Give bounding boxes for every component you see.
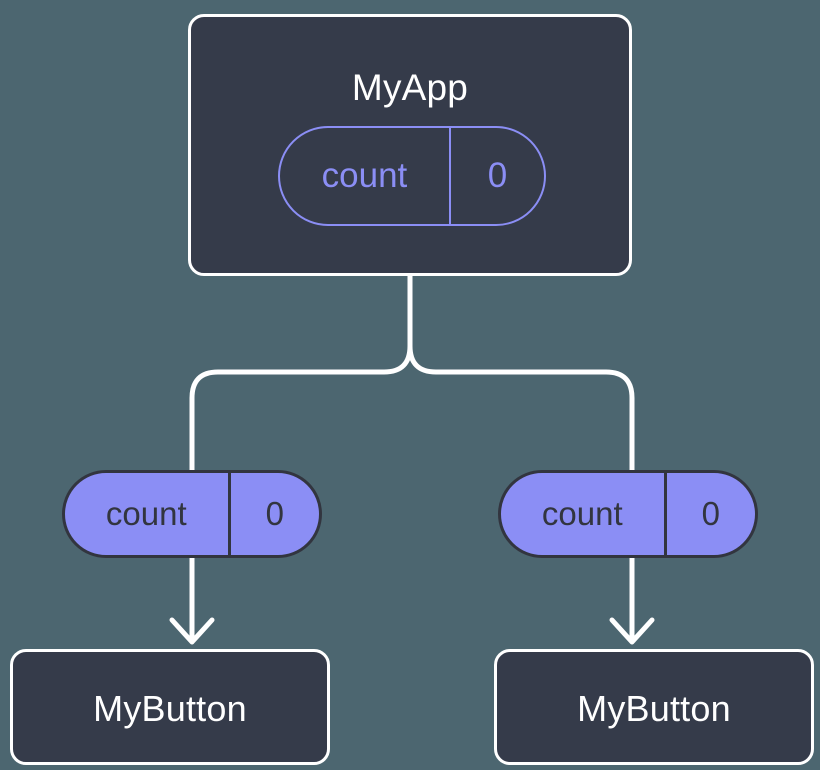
- state-distribution-branch-right: [407, 343, 635, 473]
- prop-arrow-left: [169, 558, 215, 645]
- state-pill-myapp-count[interactable]: count 0: [278, 126, 546, 226]
- component-title-mybutton-right: MyButton: [577, 688, 731, 729]
- prop-pill-value: 0: [663, 473, 755, 555]
- component-node-myapp[interactable]: MyApp: [188, 14, 632, 276]
- prop-pill-left-count[interactable]: count 0: [62, 470, 322, 558]
- prop-arrow-right: [609, 558, 655, 645]
- state-pill-key: count: [321, 156, 408, 195]
- state-pill-value: 0: [448, 128, 544, 224]
- state-distribution-branch: [189, 273, 413, 473]
- component-title-myapp: MyApp: [351, 67, 469, 108]
- prop-pill-right-count[interactable]: count 0: [498, 470, 758, 558]
- prop-pill-key: count: [105, 495, 187, 532]
- prop-pill-value: 0: [227, 473, 319, 555]
- prop-pill-key: count: [541, 495, 623, 532]
- component-title-mybutton-left: MyButton: [93, 688, 247, 729]
- component-node-mybutton-right[interactable]: MyButton: [494, 649, 814, 765]
- component-node-mybutton-left[interactable]: MyButton: [10, 649, 330, 765]
